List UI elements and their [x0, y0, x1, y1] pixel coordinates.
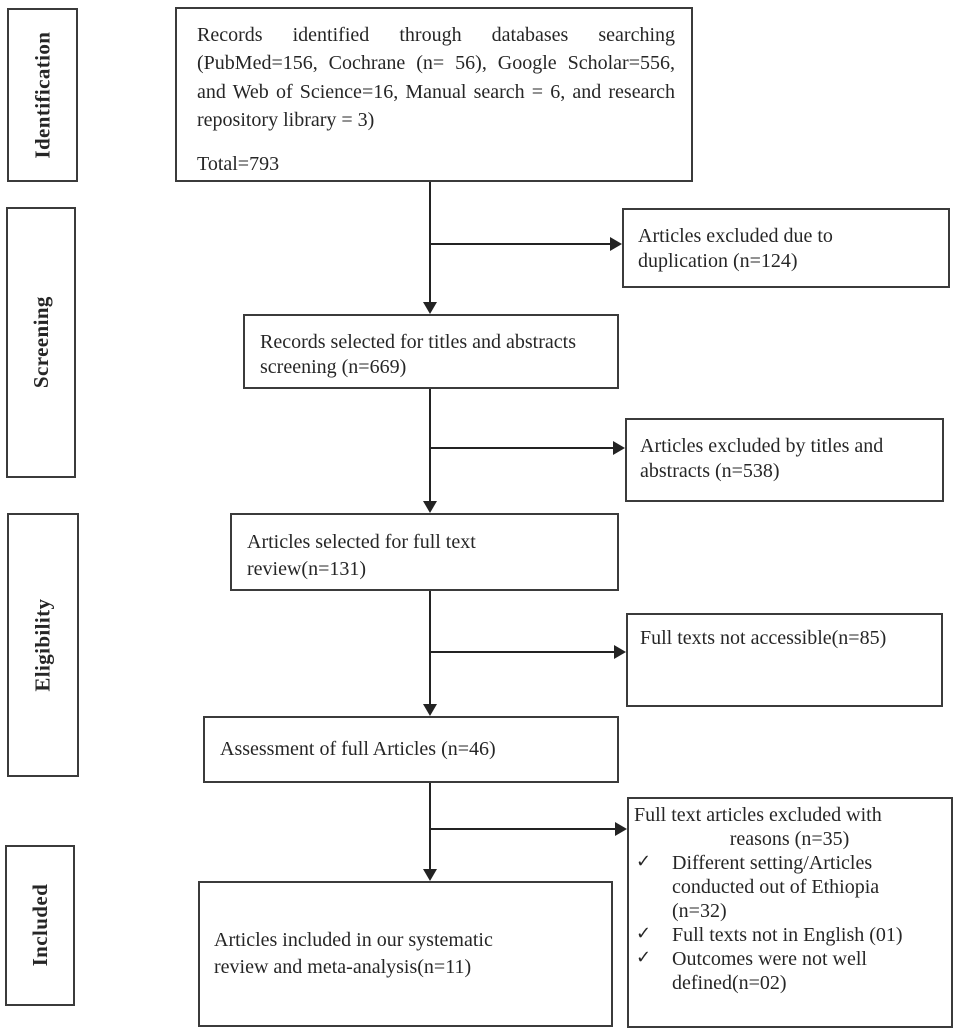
- reason-item: ✓ Different setting/Articles conducted o…: [634, 851, 945, 923]
- checkmark-icon: ✓: [636, 851, 652, 872]
- titles-abstracts-screening-text: Records selected for titles and abstract…: [260, 331, 576, 378]
- records-identified-box: Records identified through databases sea…: [175, 7, 693, 182]
- excluded-duplication-text: Articles excluded due to duplication (n=…: [638, 225, 833, 272]
- assessment-box: Assessment of full Articles (n=46): [203, 716, 619, 783]
- not-accessible-text: Full texts not accessible(n=85): [640, 627, 887, 649]
- records-total-text: Total=793: [197, 152, 280, 175]
- arrowhead-down-screening: [423, 302, 437, 314]
- arrowhead-down-assessment: [423, 704, 437, 716]
- connector-identified-to-screening: [429, 182, 431, 303]
- stage-label-included: Included: [27, 884, 52, 967]
- full-text-review-box: Articles selected for full text review(n…: [230, 513, 619, 591]
- assessment-text: Assessment of full Articles (n=46): [220, 738, 496, 760]
- excluded-titles-abstracts-box: Articles excluded by titles and abstract…: [625, 418, 944, 502]
- excluded-titles-abstracts-text: Articles excluded by titles and abstract…: [640, 435, 884, 482]
- included-articles-box: Articles included in our systematic revi…: [198, 881, 613, 1027]
- records-identified-text: Records identified through databases sea…: [197, 24, 675, 132]
- stage-box-screening: Screening: [6, 207, 76, 478]
- reason-item-text: Different setting/Articles conducted out…: [672, 852, 880, 922]
- branch-to-not-accessible: [430, 651, 614, 653]
- full-text-review-text: Articles selected for full text review(n…: [247, 531, 476, 580]
- stage-label-identification: Identification: [30, 31, 55, 159]
- arrowhead-down-included: [423, 869, 437, 881]
- stage-label-eligibility: Eligibility: [30, 598, 55, 692]
- excluded-duplication-box: Articles excluded due to duplication (n=…: [622, 208, 950, 288]
- branch-to-titles-abstracts: [430, 447, 613, 449]
- reason-item-text: Outcomes were not well defined(n=02): [672, 948, 867, 994]
- reason-item: ✓ Full texts not in English (01): [634, 923, 945, 947]
- included-articles-text: Articles included in our systematic revi…: [214, 929, 493, 978]
- arrowhead-right-duplication: [610, 237, 622, 251]
- connector-fulltext-to-assessment: [429, 591, 431, 704]
- arrowhead-right-not-accessible: [614, 645, 626, 659]
- reasons-title-line2: reasons (n=35): [729, 828, 850, 850]
- stage-box-identification: Identification: [7, 8, 78, 182]
- reason-item: ✓ Outcomes were not well defined(n=02): [634, 947, 945, 995]
- branch-to-reasons: [430, 828, 615, 830]
- stage-box-eligibility: Eligibility: [7, 513, 79, 777]
- reason-item-text: Full texts not in English (01): [672, 924, 903, 946]
- reasons-title-line1: Full text articles excluded with: [634, 804, 882, 826]
- branch-to-duplication: [430, 243, 610, 245]
- checkmark-icon: ✓: [636, 923, 652, 944]
- connector-screening-to-fulltext: [429, 389, 431, 501]
- titles-abstracts-screening-box: Records selected for titles and abstract…: [243, 314, 619, 389]
- arrowhead-right-titles-abstracts: [613, 441, 625, 455]
- arrowhead-down-fulltext: [423, 501, 437, 513]
- arrowhead-right-reasons: [615, 822, 627, 836]
- stage-box-included: Included: [5, 845, 75, 1006]
- excluded-with-reasons-box: Full text articles excluded with reasons…: [627, 797, 953, 1028]
- stage-label-screening: Screening: [28, 296, 53, 389]
- checkmark-icon: ✓: [636, 947, 652, 968]
- not-accessible-box: Full texts not accessible(n=85): [626, 613, 943, 707]
- connector-assessment-to-included: [429, 783, 431, 869]
